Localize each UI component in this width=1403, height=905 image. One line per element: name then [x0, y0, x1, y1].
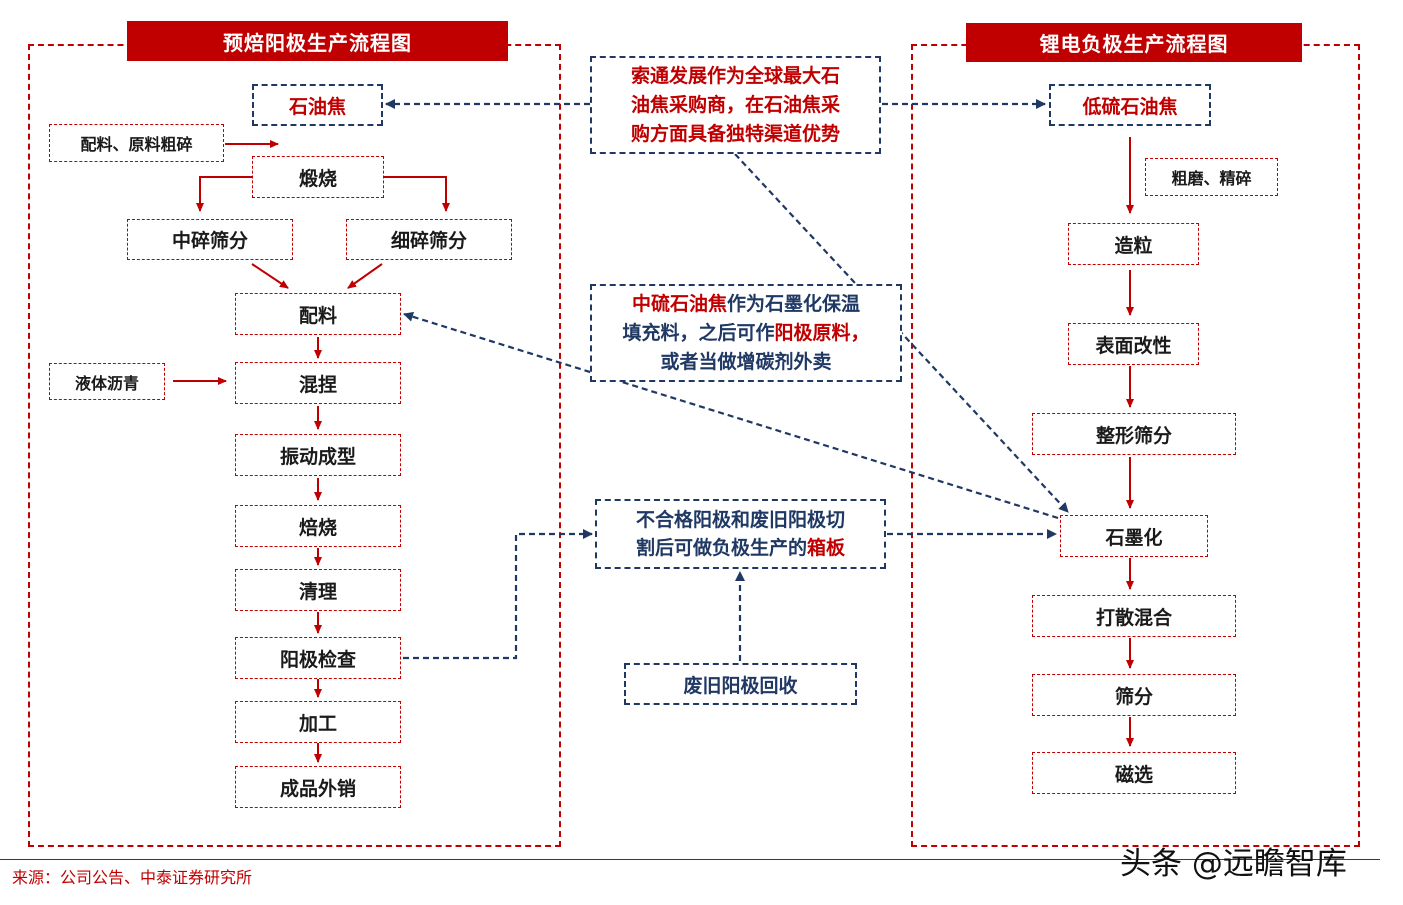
note3-red-term: 箱板: [807, 537, 846, 559]
note3-line1: 不合格阳极和废旧阳极切: [635, 509, 845, 531]
right-panel-title: 锂电负极生产流程图: [966, 23, 1302, 62]
granulation-box: 造粒: [1068, 223, 1199, 265]
graphitization-box: 石墨化: [1060, 515, 1208, 557]
finished-sales-box: 成品外销: [235, 766, 401, 808]
low-sulfur-coke-box: 低硫石油焦: [1049, 84, 1211, 126]
note1-line3: 购方面具备独特渠道优势: [630, 123, 840, 145]
note1-line2: 油焦采购商，在石油焦采: [630, 94, 840, 116]
note1-line1: 索通发展作为全球最大石: [630, 65, 840, 87]
note2-text-b: 填充料，之后可作: [622, 322, 775, 344]
note3-line2: 割后可做负极生产的: [635, 537, 807, 559]
note2-text-d: 或者当做增碳剂外卖: [660, 351, 832, 373]
shaping-screening-box: 整形筛分: [1032, 413, 1236, 455]
left-panel-title: 预焙阳极生产流程图: [127, 21, 508, 61]
ingredient-crush-box: 配料、原料粗碎: [49, 124, 224, 162]
calcination-box: 煅烧: [252, 156, 384, 198]
coarse-fine-grind-box: 粗磨、精碎: [1145, 158, 1278, 196]
procurement-advantage-note: 索通发展作为全球最大石 油焦采购商，在石油焦采 购方面具备独特渠道优势: [590, 56, 881, 154]
batching-box: 配料: [235, 293, 401, 335]
note2-red-term1: 中硫石油焦: [631, 293, 727, 315]
baking-box: 焙烧: [235, 505, 401, 547]
note2-comma: ，: [850, 322, 870, 344]
scrap-anode-note: 不合格阳极和废旧阳极切 割后可做负极生产的箱板: [595, 499, 886, 569]
vibration-forming-box: 振动成型: [235, 434, 401, 476]
magnetic-separation-box: 磁选: [1032, 752, 1236, 794]
dispersing-mixing-box: 打散混合: [1032, 595, 1236, 637]
petroleum-coke-box: 石油焦: [252, 84, 383, 126]
scrap-anode-recycling-box: 废旧阳极回收: [624, 663, 857, 705]
cleaning-box: 清理: [235, 569, 401, 611]
watermark: 头条 @远瞻智库: [1120, 846, 1347, 882]
liquid-pitch-box: 液体沥青: [49, 363, 165, 400]
anode-inspection-box: 阳极检查: [235, 637, 401, 679]
source-divider: [0, 859, 1380, 860]
machining-box: 加工: [235, 701, 401, 743]
fine-crush-box: 细碎筛分: [346, 219, 512, 260]
note2-red-term2: 阳极原料: [774, 322, 851, 344]
kneading-box: 混捏: [235, 362, 401, 404]
medium-crush-box: 中碎筛分: [127, 219, 293, 260]
note2-text-a: 作为石墨化保温: [727, 293, 861, 315]
medium-sulfur-coke-note: 中硫石油焦作为石墨化保温 填充料，之后可作阳极原料， 或者当做增碳剂外卖: [590, 284, 902, 382]
screening-box: 筛分: [1032, 674, 1236, 716]
source-text: 来源：公司公告、中泰证券研究所: [12, 868, 253, 887]
surface-modification-box: 表面改性: [1068, 323, 1199, 365]
